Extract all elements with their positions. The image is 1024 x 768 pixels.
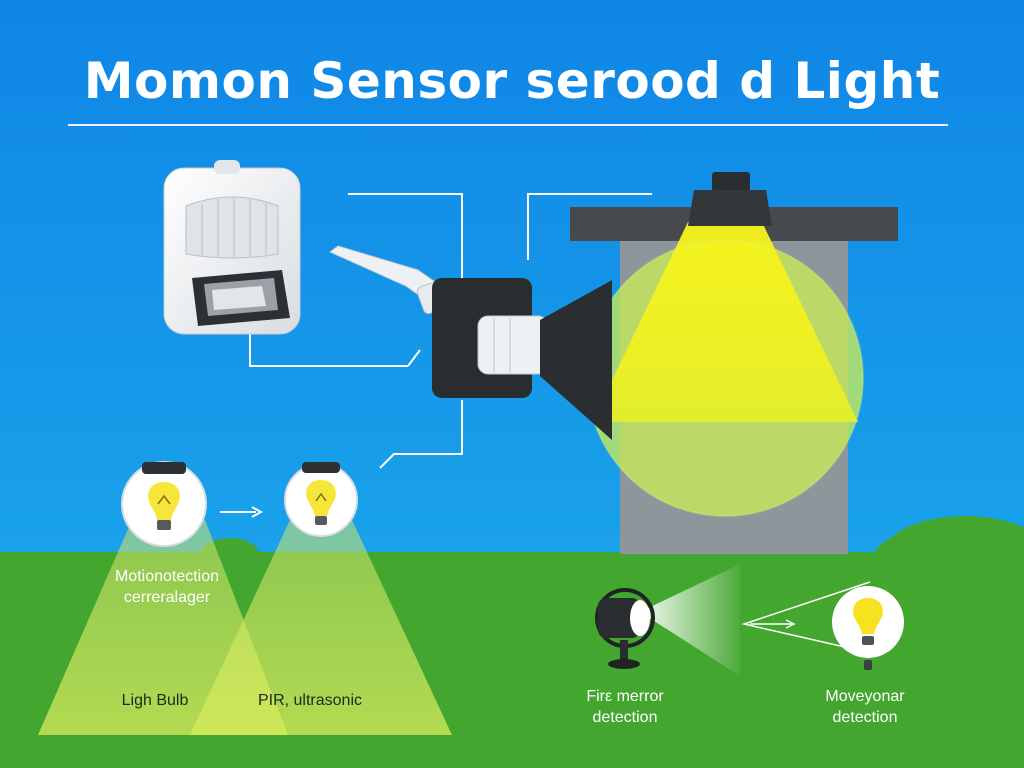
light-bulb-icon-2	[284, 462, 358, 537]
motion-label-line1: Motionotection	[114, 568, 220, 585]
movey-label-line2: detection	[832, 709, 898, 726]
bushes	[200, 516, 1024, 588]
movey-label-line1: Moveyonar	[825, 688, 905, 705]
page-title: Momon Sensor serood d Light	[83, 52, 941, 110]
motion-label-line2: cerreralager	[123, 589, 211, 606]
fire-label-line2: detection	[592, 709, 658, 726]
moveyonar-detection-label: Moveyonar detection	[800, 686, 930, 728]
title-divider	[68, 124, 948, 126]
detection-lines	[741, 581, 871, 651]
cable-connector-icon	[329, 245, 612, 440]
light-bulb-icon-1	[121, 461, 207, 547]
light-beams-left	[38, 520, 452, 735]
fire-label-line1: Firε merror	[586, 688, 664, 705]
wiring-lines	[249, 193, 652, 469]
motion-detection-label: Motionotection cerreralager	[92, 566, 242, 608]
street-lamp-icon	[570, 172, 898, 554]
pir-motion-sensor-icon	[163, 160, 301, 335]
pir-label: PIR, ultrasonic	[257, 692, 363, 709]
arrow-right	[220, 506, 264, 518]
fire-detection-label: Firε merror detection	[560, 686, 690, 728]
bulb-label: Ligh Bulb	[121, 692, 189, 709]
spotlight-icon	[595, 564, 740, 676]
light-bulb-icon-3	[832, 586, 904, 670]
